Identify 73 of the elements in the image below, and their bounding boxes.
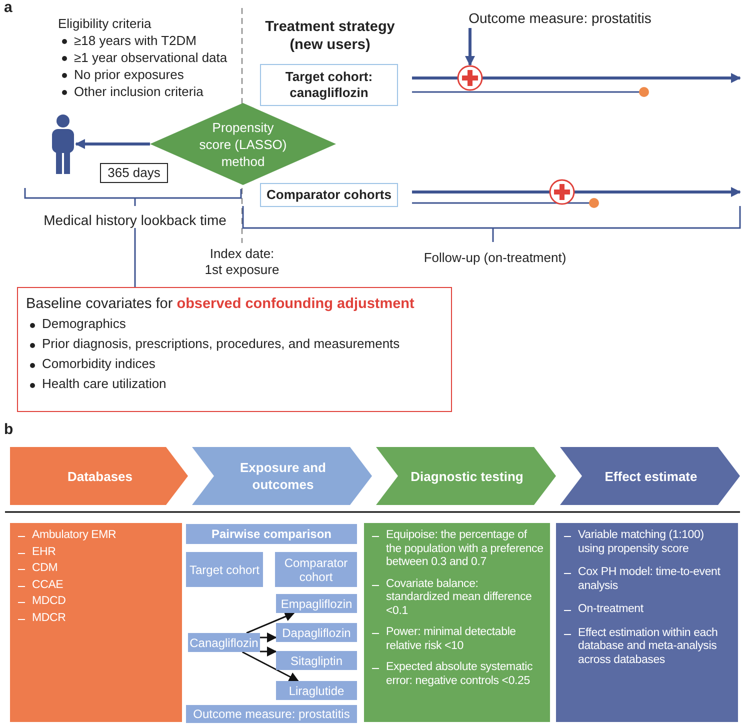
heading-text: Eligibility criteria — [58, 16, 152, 32]
estimation-panel — [556, 523, 738, 722]
covariates-box — [17, 287, 452, 412]
list-item: Effect estimation within each database and meta-analysis across databases — [578, 626, 719, 667]
drug-box — [276, 623, 357, 642]
box-label: Pairwise comparison — [211, 527, 332, 541]
list-item: ≥1 year observational data — [74, 50, 228, 66]
outcome-label: Outcome measure: prostatitis — [468, 10, 652, 26]
step-label: Diagnostic testing — [410, 468, 524, 484]
list-item: Expected absolute systematic error: negative controls <0.25 — [386, 661, 534, 688]
list-item: Variable matching (1:100) using propensity score — [578, 529, 705, 556]
panel-letter: b — [4, 422, 14, 438]
list-item: Cox PH model: time-to-event analysis — [578, 566, 722, 593]
list-item: No prior exposures — [74, 67, 185, 83]
panel-letter: a — [4, 0, 14, 16]
list-item: CDM — [32, 562, 59, 576]
box-label: Dapagliflozin — [282, 626, 351, 640]
drug-box — [276, 594, 357, 613]
list-item: MDCD — [32, 595, 67, 608]
list-item: Health care utilization — [42, 375, 168, 393]
step-label: Effect estimate — [604, 468, 698, 484]
heading-text: Treatment strategy (new users) — [264, 18, 396, 54]
box-label: Outcome measure: prostatitis — [193, 707, 350, 721]
list-item: Other inclusion criteria — [74, 84, 204, 100]
arrow — [246, 612, 295, 634]
list-item: Comorbidity indices — [42, 355, 156, 373]
drug-box — [276, 651, 357, 670]
box-label: Sitagliptin — [290, 654, 343, 668]
arrow — [465, 28, 475, 66]
header-box — [186, 524, 357, 544]
arrow — [75, 139, 150, 149]
box-heading: Baseline covariates for observed confounding adjustment — [26, 295, 416, 314]
outcome-box — [186, 705, 357, 723]
box-label: Liraglutide — [288, 684, 344, 698]
step-label: Databases — [67, 468, 133, 484]
medical-cross-icon — [457, 65, 483, 91]
cohort-box — [260, 64, 398, 106]
list-item: Covariate balance: standardized mean difference <0.1 — [386, 578, 533, 618]
box-label: Comparator cohorts — [266, 187, 392, 203]
duration-box — [100, 163, 168, 183]
step-label: Exposure and outcomes — [239, 459, 327, 493]
arrow — [260, 632, 277, 642]
axis-label: Index date: 1st exposure — [204, 246, 280, 278]
box-label: Empagliflozin — [280, 596, 352, 610]
medical-cross-icon — [549, 179, 575, 205]
connector-line — [134, 228, 136, 287]
list-item: Equipoise: the percentage of the population with a preference between 0.3 and 0.7 — [386, 529, 544, 570]
list-item: MDCR — [32, 612, 67, 625]
databases-panel — [10, 523, 182, 722]
cohort-box — [260, 183, 398, 207]
axis-label: Follow-up (on-treatment) — [422, 250, 568, 266]
drug-box — [276, 681, 357, 700]
box-label: Comparator cohort — [283, 556, 349, 584]
cohort-box — [275, 552, 357, 587]
diamond-label: Propensity score (LASSO) method — [198, 118, 288, 170]
box-label: Target cohort — [189, 562, 260, 576]
cohort-box — [186, 552, 263, 587]
list-item: EHR — [32, 546, 57, 559]
box-label: Canagliflozin — [190, 636, 258, 650]
list-item: Prior diagnosis, prescriptions, procedures, and measurements — [42, 335, 401, 353]
diagnostics-panel — [364, 523, 550, 722]
period-label: Medical history lookback time — [44, 212, 226, 228]
list-item: CCAE — [32, 578, 64, 592]
box-label: 365 days — [108, 165, 160, 181]
arrow — [242, 651, 300, 682]
list-item: Demographics — [42, 315, 127, 333]
list-item: Power: minimal detectable relative risk <10 — [386, 626, 517, 653]
list-item: Ambulatory EMR — [32, 529, 118, 542]
arrow — [260, 646, 277, 656]
list-item: ≥18 years with T2DM — [74, 33, 198, 49]
box-label: Target cohort: canagliflozin — [284, 69, 374, 101]
person-icon — [50, 114, 76, 174]
list-item: On-treatment — [578, 603, 644, 616]
